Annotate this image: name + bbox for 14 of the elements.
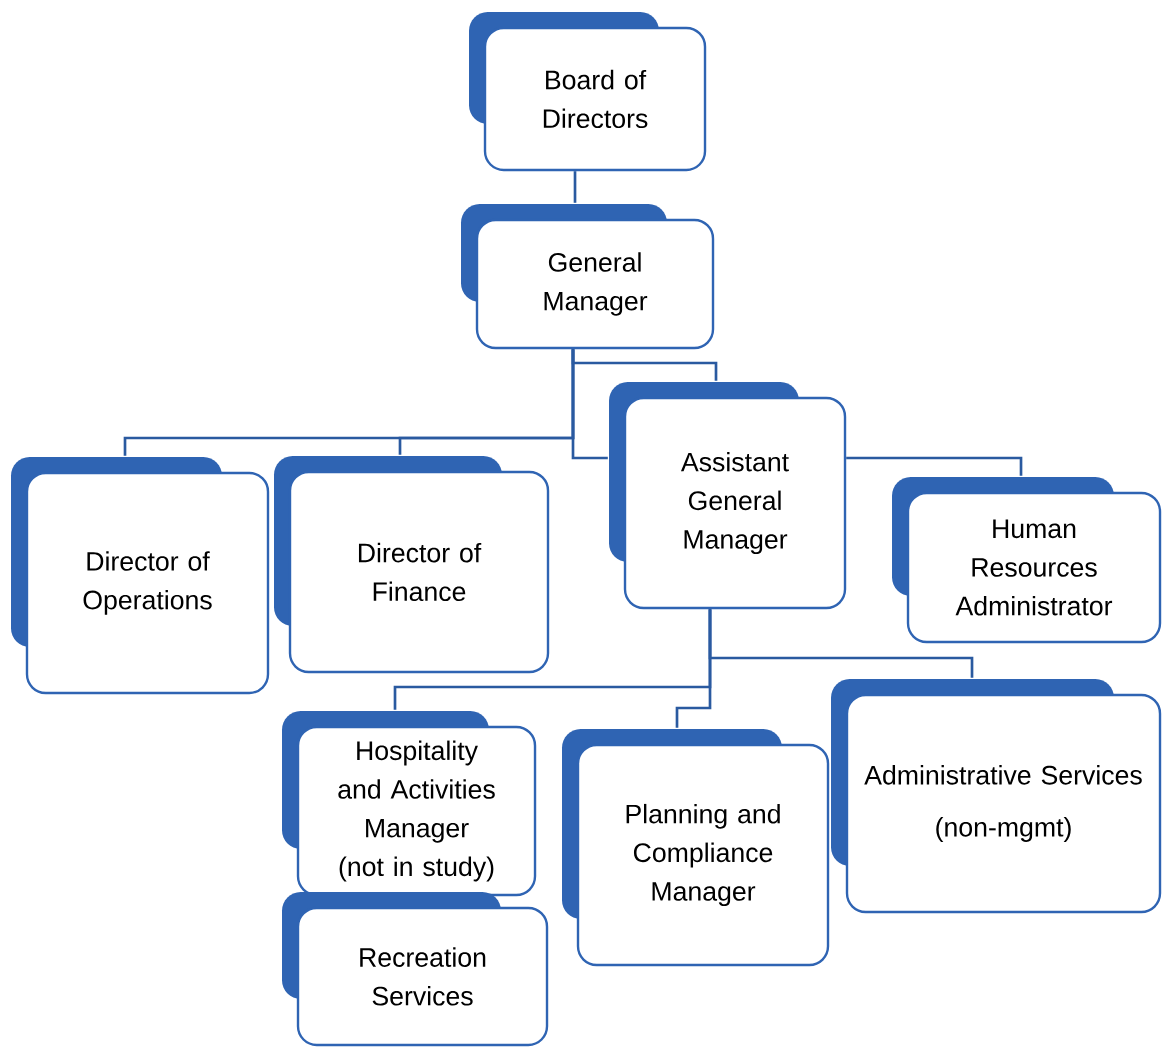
- org-box: Recreation Services: [282, 892, 549, 1047]
- connector-line: [571, 349, 718, 381]
- org-box: Assistant General Manager: [609, 382, 847, 610]
- connector-line: [846, 456, 1023, 476]
- org-box: Administrative Services (non-mgmt): [831, 679, 1162, 914]
- org-box: Board of Directors: [469, 12, 707, 172]
- org-box: General Manager: [461, 204, 715, 350]
- org-box: Director of Operations: [11, 457, 270, 695]
- org-box: Hospitality and Activities Manager (not in study): [282, 711, 537, 897]
- org-box: Director of Finance: [274, 456, 550, 674]
- connector-line: [573, 171, 577, 203]
- connector-line: [708, 609, 974, 678]
- org-box: Planning and Compliance Manager: [562, 729, 830, 967]
- org-box: Human Resources Administrator: [892, 477, 1162, 644]
